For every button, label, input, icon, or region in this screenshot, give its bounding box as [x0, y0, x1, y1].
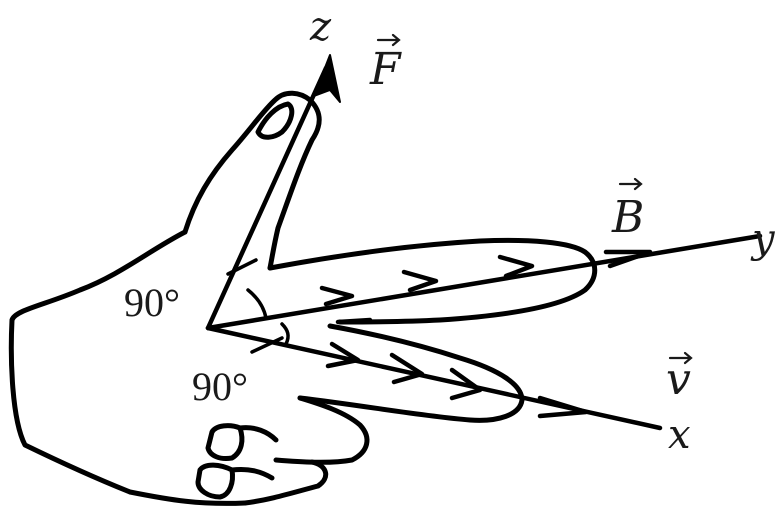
- arrowhead-icon: [314, 55, 340, 102]
- vector-arrow-icon: [620, 179, 641, 189]
- angle-label-upper: 90°: [124, 280, 180, 325]
- y-axis-label: y: [750, 216, 776, 262]
- fingernail-upper: [208, 426, 242, 459]
- angle-arc-lower: [282, 324, 288, 344]
- b-chevron-1: [322, 288, 352, 304]
- f-vector-label: F: [369, 44, 402, 95]
- knuckle-crease: [240, 428, 276, 440]
- x-axis-label: x: [668, 412, 691, 458]
- z-axis-label: z: [309, 4, 332, 50]
- vector-label-B: B: [611, 179, 644, 243]
- b-chevron-2: [404, 272, 436, 290]
- left-hand-icon: [11, 93, 594, 503]
- knuckle-crease-2: [232, 469, 272, 478]
- curled-finger-upper: [276, 398, 367, 462]
- angle-tick-upper: [228, 260, 256, 274]
- x-axis-arrow: [540, 398, 586, 416]
- thumb-outline: [185, 93, 319, 268]
- b-vector-label: B: [611, 192, 644, 243]
- x-axis-line: [208, 328, 660, 428]
- vector-label-F: F: [369, 35, 402, 95]
- angle-label-lower: 90°: [192, 364, 248, 409]
- palm-line: [338, 320, 370, 322]
- curled-finger-lower: [245, 462, 326, 503]
- vector-label-v: v: [666, 353, 691, 405]
- fingernail-lower: [198, 465, 233, 497]
- angle-arc-upper: [248, 290, 266, 318]
